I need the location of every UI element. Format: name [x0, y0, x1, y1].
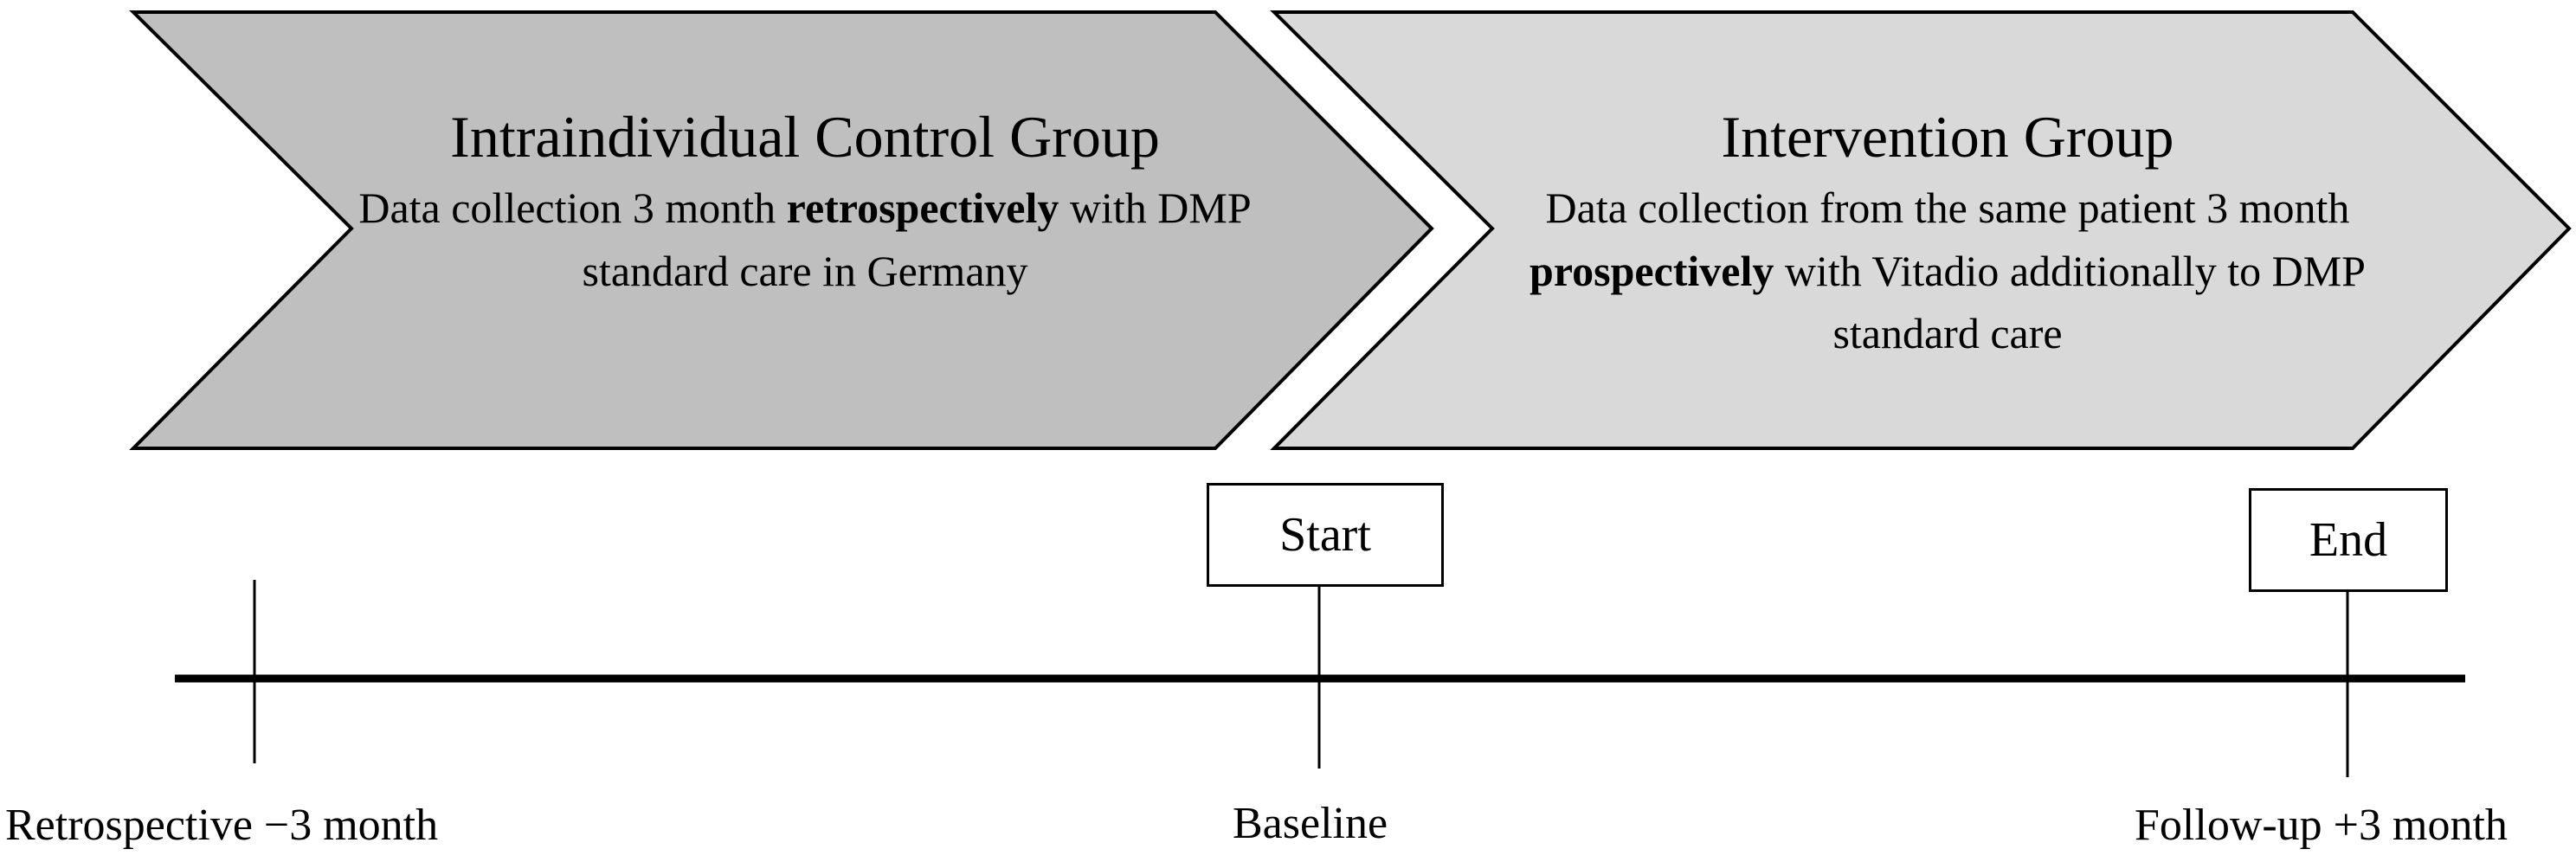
start-marker: Start [1207, 483, 1444, 587]
control-group-description: Data collection 3 month retrospectively … [312, 177, 1298, 302]
intervention-group-chevron [1270, 10, 2572, 450]
control-group-chevron [129, 10, 1434, 450]
intervention-group-desc-end: with Vitadio additionally to DMP standar… [1774, 246, 2366, 358]
intervention-group-desc-bold: prospectively [1530, 246, 1774, 295]
intervention-group-title: Intervention Group [1721, 104, 2174, 170]
control-group-desc-start: Data collection 3 month [358, 183, 787, 233]
control-group-desc-end: with DMP standard care in Germany [582, 183, 1252, 295]
baseline-label: Baseline [1233, 799, 1388, 848]
end-marker: End [2249, 488, 2448, 592]
control-group-title: Intraindividual Control Group [450, 104, 1160, 170]
intervention-group-desc-start: Data collection from the same patient 3 … [1545, 183, 2350, 233]
control-group-desc-bold: retrospectively [786, 183, 1059, 233]
intervention-group-description: Data collection from the same patient 3 … [1506, 177, 2389, 365]
control-group-text: Intraindividual Control Group Data colle… [312, 102, 1298, 302]
retrospective-label: Retrospective −3 month [5, 801, 439, 850]
followup-label: Follow-up +3 month [2135, 801, 2508, 850]
intervention-group-text: Intervention Group Data collection from … [1506, 102, 2389, 365]
